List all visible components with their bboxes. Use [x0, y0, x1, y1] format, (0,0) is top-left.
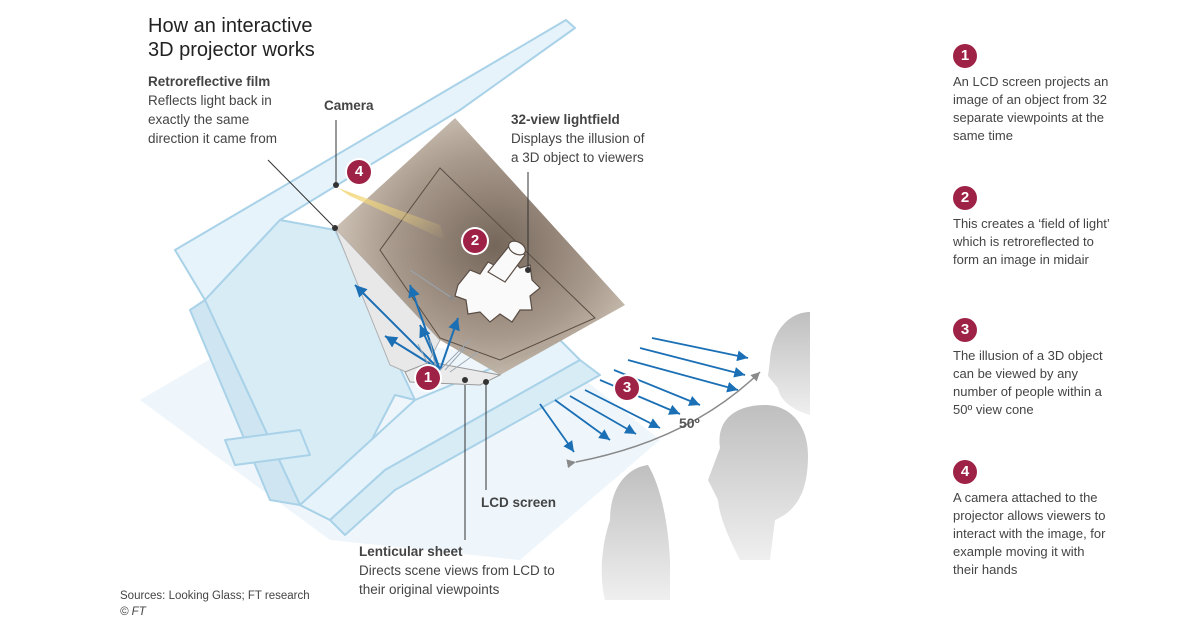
lenticular-heading: Lenticular sheet	[359, 544, 463, 559]
step-4-badge: 4	[953, 460, 977, 484]
lenticular-label: Lenticular sheet Directs scene views fro…	[359, 542, 555, 599]
retroreflective-line-1: Reflects light back in	[148, 93, 272, 108]
leader-dots	[332, 182, 531, 385]
retroreflective-line-3: direction it came from	[148, 131, 278, 146]
viewer-head-middle	[708, 405, 808, 560]
lightfield-frame	[379, 167, 596, 361]
hologram-object	[454, 240, 541, 323]
camera-heading: Camera	[324, 98, 374, 113]
leader-lines	[267, 120, 529, 540]
internal-grey-rays	[409, 269, 479, 373]
retroreflective-label: Retroreflective film Reflects light back…	[148, 72, 277, 148]
step-3-text: The illusion of a 3D object can be viewe…	[953, 348, 1103, 417]
lenticular-line-2: their original viewpoints	[359, 582, 500, 597]
internal-rays	[354, 284, 460, 371]
lightfield-heading: 32-view lightfield	[511, 112, 620, 127]
lcd-heading: LCD screen	[481, 495, 557, 510]
retroreflective-line-2: exactly the same	[148, 112, 250, 127]
viewer-head-bottom	[601, 465, 670, 600]
diagram-badge-4: 4	[347, 160, 371, 184]
step-3-badge: 3	[953, 318, 977, 342]
step-4-text: A camera attached to the projector allow…	[953, 490, 1106, 577]
diagram-badge-2: 2	[463, 229, 487, 253]
copyright-text: © FT	[120, 606, 146, 618]
camera-beam	[338, 188, 445, 240]
source-text: Sources: Looking Glass; FT research	[120, 590, 310, 602]
step-1-badge: 1	[953, 44, 977, 68]
lightfield-line-2: a 3D object to viewers	[511, 150, 644, 165]
step-2-badge: 2	[953, 186, 977, 210]
step-2: 2 This creates a ‘field of light’ which …	[953, 186, 1113, 269]
lightfield-line-1: Displays the illusion of	[511, 131, 645, 146]
step-2-text: This creates a ‘field of light’ which is…	[953, 216, 1110, 267]
source-note: Sources: Looking Glass; FT research © FT	[120, 588, 310, 620]
diagram-title: How an interactive 3D projector works	[148, 14, 315, 62]
lightfield-label: 32-view lightfield Displays the illusion…	[511, 110, 645, 167]
diagram-badge-3: 3	[615, 376, 639, 400]
viewers	[601, 312, 810, 600]
lcd-label: LCD screen	[481, 493, 556, 512]
projector-device	[174, 19, 601, 536]
retroreflective-heading: Retroreflective film	[148, 74, 271, 89]
view-angle-label: 50º	[679, 415, 700, 431]
step-1-text: An LCD screen projects an image of an ob…	[953, 74, 1109, 143]
title-line-1: How an interactive	[148, 15, 313, 37]
step-3: 3 The illusion of a 3D object can be vie…	[953, 318, 1113, 419]
view-cone-arc	[566, 371, 761, 469]
diagram-badge-1: 1	[416, 366, 440, 390]
viewer-head-top	[768, 312, 810, 415]
step-4: 4 A camera attached to the projector all…	[953, 460, 1113, 579]
title-line-2: 3D projector works	[148, 39, 315, 61]
device-foot	[224, 429, 311, 466]
camera-label: Camera	[324, 96, 374, 115]
lenticular-line-1: Directs scene views from LCD to	[359, 563, 555, 578]
step-1: 1 An LCD screen projects an image of an …	[953, 44, 1113, 145]
